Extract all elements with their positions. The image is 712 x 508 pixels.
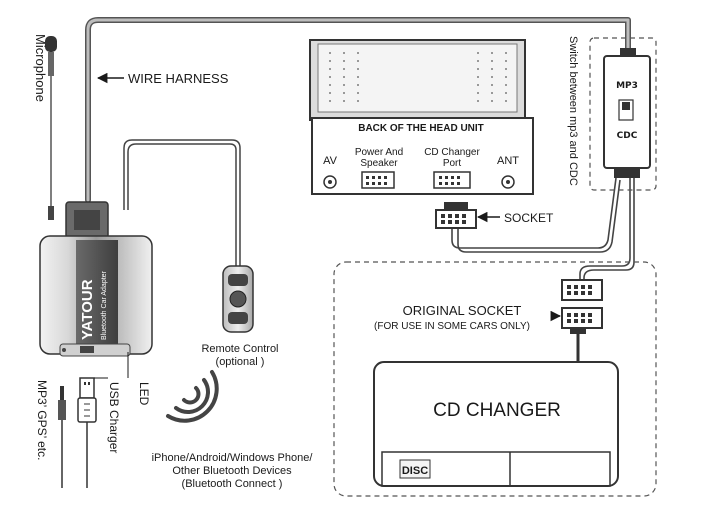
- led-label: LED: [137, 382, 151, 406]
- brand-logo: YATOUR: [79, 279, 96, 340]
- head-unit: [309, 39, 534, 195]
- usb-plug-icon: [77, 377, 97, 488]
- bt-devices-line3: (Bluetooth Connect ): [182, 478, 283, 490]
- ant-label: ANT: [497, 155, 519, 167]
- switch-to-original-socket-cable: [579, 178, 635, 282]
- av-label: AV: [323, 155, 338, 167]
- mp3-switch-label: MP3: [616, 81, 638, 91]
- yatour-adapter: [39, 201, 153, 357]
- cdc-switch-label: CDC: [617, 131, 638, 141]
- disc-logo: DISC: [402, 465, 428, 477]
- port-label: Port: [443, 158, 462, 169]
- original-socket-dashed-frame: [333, 261, 657, 497]
- original-socket-note: (FOR USE IN SOME CARS ONLY): [374, 321, 530, 332]
- remote-control-icon: [222, 265, 254, 333]
- cd-changer-title: CD CHANGER: [433, 400, 561, 421]
- wire-harness-label: WIRE HARNESS: [128, 71, 229, 86]
- mp3-gps-label: MP3’ GPS’ etc.: [35, 380, 49, 460]
- socket-label: SOCKET: [504, 211, 554, 225]
- power-speaker-port: [361, 171, 395, 189]
- usb-charger-label: USB Charger: [107, 382, 121, 453]
- wire-harness-cable: [85, 17, 631, 203]
- original-socket-label: ORIGINAL SOCKET: [403, 303, 522, 318]
- remote-cable: [123, 139, 241, 268]
- cd-changer-unit: [373, 361, 619, 487]
- power-and-label: Power And: [355, 147, 403, 158]
- bt-devices-line1: iPhone/Android/Windows Phone/: [152, 452, 314, 464]
- remote-control-label: Remote Control: [201, 343, 278, 355]
- remote-optional-label: (optional ): [216, 356, 265, 368]
- socket-to-switch-cable: [451, 177, 621, 253]
- switch-dashed-frame: [589, 37, 657, 191]
- socket-connector: [435, 202, 477, 229]
- head-unit-title: BACK OF THE HEAD UNIT: [358, 123, 484, 134]
- switch-icon: [603, 48, 651, 178]
- bt-devices-line2: Other Bluetooth Devices: [172, 465, 292, 477]
- speaker-label: Speaker: [360, 158, 398, 169]
- cd-changer-port: [433, 171, 471, 189]
- switch-caption: Switch between mp3 and CDC: [567, 36, 579, 186]
- microphone-icon: [45, 36, 57, 220]
- brand-subtitle: Bluetooth Car Adapter: [101, 270, 108, 340]
- original-socket-connector: [561, 279, 603, 334]
- microphone-label: Microphone: [33, 34, 48, 102]
- cd-changer-port-label: CD Changer: [424, 147, 480, 158]
- bluetooth-signal-icon: [166, 370, 219, 423]
- audio-jack-icon: [58, 386, 66, 488]
